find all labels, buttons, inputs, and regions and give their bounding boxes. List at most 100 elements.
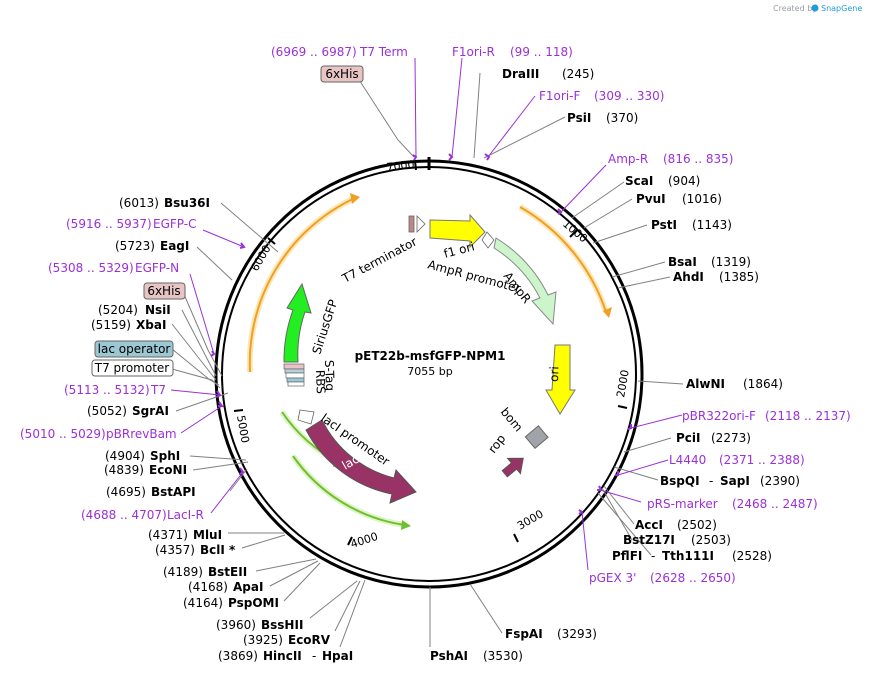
tick-label-2000: 2000 — [614, 369, 632, 399]
label-ori: ori — [547, 366, 562, 382]
svg-text:6xHis: 6xHis — [325, 67, 358, 81]
enzyme-xbai: XbaI — [136, 318, 166, 332]
primer-marks — [210, 153, 632, 515]
enzyme-bstz17i-pos: (2503) — [691, 533, 731, 547]
enzyme-econi: EcoNI — [149, 463, 187, 477]
enzyme-bsu36i-pos: (6013) — [119, 196, 159, 210]
label-bom: bom — [498, 405, 526, 434]
feature-f1-ori — [429, 213, 486, 249]
enzyme-sphi: SphI — [150, 449, 180, 463]
enzyme-bspqi: BspQI — [660, 474, 700, 488]
enzyme-sapi: SapI — [720, 474, 750, 488]
primer-amp-r-range: (816 .. 835) — [663, 152, 733, 166]
enzyme-fspai: FspAI — [505, 627, 543, 641]
primer-f1ori-f-range: (309 .. 330) — [594, 89, 664, 103]
primer-pbr322ori-f: pBR322ori-F — [682, 409, 756, 423]
enzyme-pcii: PciI — [676, 431, 701, 445]
enzyme-pvui-pos: (1016) — [682, 192, 722, 206]
enzyme-pcii-pos: (2273) — [711, 431, 751, 445]
enzyme-tth111i: Tth111I — [662, 549, 714, 563]
primer-laci-r-range: (4688 .. 4707) — [81, 508, 167, 522]
enzyme-sgrai: SgrAI — [132, 404, 169, 418]
primer-f1ori-f: F1ori-F — [539, 89, 580, 103]
primer-amp-r: Amp-R — [608, 152, 648, 166]
primer-l4440: L4440 — [669, 453, 706, 467]
enzyme-bstz17i: BstZ17I — [623, 533, 675, 547]
tick-label-7000: 7000 — [386, 158, 415, 174]
box-6xhis-left: 6xHis — [143, 282, 186, 300]
svg-text:6xHis: 6xHis — [147, 284, 180, 298]
enzyme-psti: PstI — [651, 218, 677, 232]
primer-pbr322ori-f-range: (2118 .. 2137) — [765, 409, 851, 423]
primer-prs-marker: pRS-marker — [647, 497, 718, 511]
enzyme-acci-pos: (2502) — [677, 518, 717, 532]
enzyme-hincii-pos: (3869) — [218, 649, 258, 663]
feature-rop — [501, 457, 524, 478]
feature-ampr — [493, 237, 557, 326]
primer-pgex3-range: (2628 .. 2650) — [650, 571, 736, 585]
enzyme-pspomi-pos: (4164) — [183, 596, 223, 610]
feature-ampr-promoter — [481, 231, 495, 249]
enzyme-alwni: AlwNI — [686, 377, 725, 391]
feature-t7-terminator — [408, 215, 426, 233]
enzyme-acci: AccI — [635, 518, 663, 532]
enzyme-bsu36i: Bsu36I — [164, 196, 210, 210]
enzyme-bstapi-pos: (4695) — [106, 485, 146, 499]
enzyme-ecorv: EcoRV — [288, 633, 331, 647]
svg-text:T7 promoter: T7 promoter — [94, 361, 170, 375]
credit-prefix: Created by — [773, 4, 817, 13]
enzyme-econi-pos: (4839) — [104, 463, 144, 477]
feature-bom — [524, 425, 549, 449]
enzyme-ecorv-pos: (3925) — [243, 633, 283, 647]
enzyme-bsshii-pos: (3960) — [216, 618, 256, 632]
primer-pbrrevbam-range: (5010 .. 5029) — [20, 427, 106, 441]
tick-label-5000: 5000 — [234, 414, 252, 444]
primer-t7: T7 — [150, 383, 166, 397]
enzyme-pflfi-pos: (2528) — [732, 549, 772, 563]
enzyme-leaders — [171, 72, 684, 648]
feature-laci — [305, 419, 417, 504]
feature-laci-promoter — [297, 409, 315, 425]
enzyme-bcli: BclI * — [200, 543, 236, 557]
enzyme-pflfi-sep: - — [651, 549, 655, 563]
svg-text:lac operator: lac operator — [98, 342, 171, 356]
primer-egfp-c: EGFP-C — [153, 217, 196, 231]
plasmid-length: 7055 bp — [407, 365, 452, 378]
orf-arc-green-outer — [290, 454, 411, 530]
label-rop: rop — [485, 432, 508, 456]
primer-t7term: T7 Term — [359, 45, 408, 59]
enzyme-ahdi: AhdI — [673, 270, 704, 284]
enzyme-hincii: HincII — [263, 649, 302, 663]
primer-f1ori-r-range: (99 .. 118) — [510, 45, 573, 59]
enzyme-psti-pos: (1143) — [692, 218, 732, 232]
label-rbs: RBS — [313, 370, 328, 394]
enzyme-ahdi-pos: (1385) — [719, 270, 759, 284]
feature-ori — [545, 344, 576, 415]
enzyme-scai: ScaI — [625, 174, 653, 188]
primer-f1ori-r: F1ori-R — [452, 45, 495, 59]
snapgene-logo-icon — [811, 4, 819, 12]
enzyme-apai-pos: (4168) — [188, 580, 228, 594]
box-lac-operator: lac operator — [94, 340, 174, 358]
primer-pgex3: pGEX 3' — [589, 571, 636, 585]
orf-arc-orange-right — [518, 204, 612, 318]
label-f1-ori: f1 ori — [442, 239, 476, 261]
primer-l4440-range: (2371 .. 2388) — [719, 453, 805, 467]
enzyme-bsai: BsaI — [668, 255, 697, 269]
feature-his-s-tag-rbs — [283, 363, 305, 387]
enzyme-psii-pos: (370) — [606, 111, 638, 125]
primer-egfp-n-range: (5308 .. 5329) — [48, 261, 134, 275]
enzyme-psii: PsiI — [567, 111, 591, 125]
enzyme-bsteii-pos: (4189) — [163, 565, 203, 579]
enzyme-pspomi: PspOMI — [228, 596, 279, 610]
enzyme-bstapi: BstAPI — [151, 485, 196, 499]
enzyme-mlui: MluI — [193, 528, 222, 542]
enzyme-bsai-pos: (1319) — [711, 255, 751, 269]
tick-marks — [233, 160, 628, 546]
enzyme-nsii-pos: (5204) — [98, 303, 138, 317]
primer-egfp-n: EGFP-N — [135, 261, 179, 275]
enzyme-pshai: PshAI — [430, 649, 468, 663]
box-t7-promoter: T7 promoter — [91, 359, 174, 377]
enzyme-eagi: EagI — [160, 239, 189, 253]
